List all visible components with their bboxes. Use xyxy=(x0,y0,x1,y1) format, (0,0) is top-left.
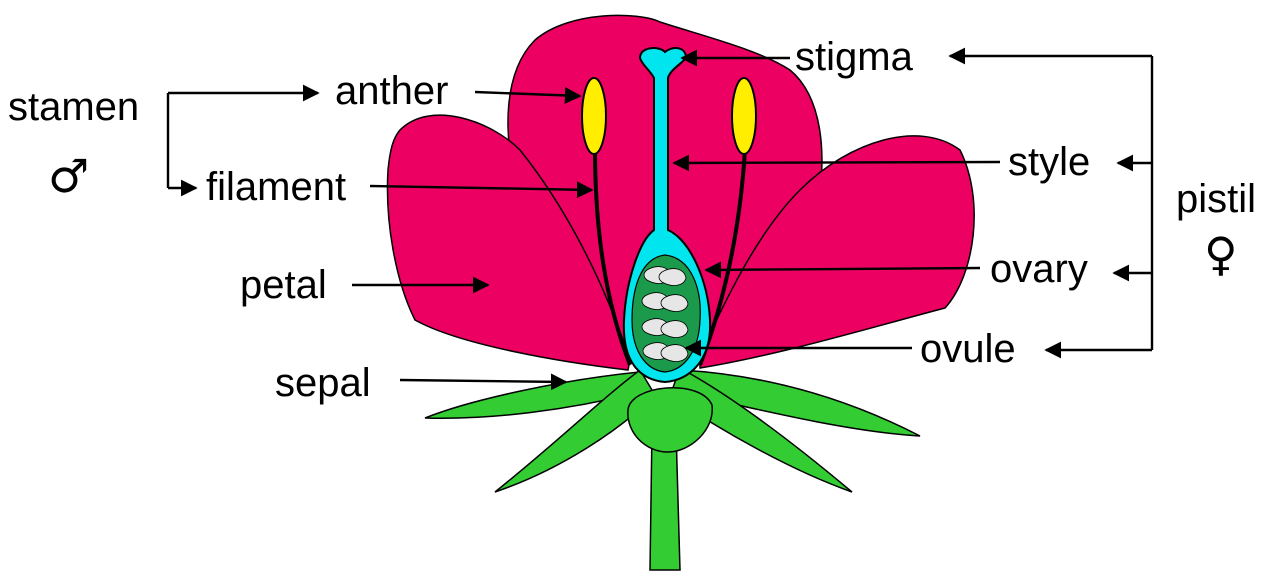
male-symbol-icon: ♂ xyxy=(48,149,89,203)
filament-label: filament xyxy=(206,165,346,209)
style-label: style xyxy=(1008,140,1090,184)
anther-left xyxy=(582,78,606,154)
anther-label: anther xyxy=(335,69,448,113)
petal-label: petal xyxy=(240,263,327,307)
sepal-pointer xyxy=(400,380,566,382)
stamen-label: stamen xyxy=(8,85,139,129)
anther-right xyxy=(732,78,756,154)
sepal-label: sepal xyxy=(275,361,371,405)
pistil-label: pistil xyxy=(1176,177,1256,221)
ovule xyxy=(659,269,686,286)
ovule xyxy=(661,345,688,362)
ovule-label: ovule xyxy=(920,327,1016,371)
ovule xyxy=(661,321,688,338)
female-symbol-icon: ♀ xyxy=(1204,227,1238,281)
ovule xyxy=(661,295,688,312)
stigma-label: stigma xyxy=(795,35,914,79)
ovary-label: ovary xyxy=(990,247,1088,291)
receptacle xyxy=(628,388,712,452)
style-pointer xyxy=(674,162,1000,163)
